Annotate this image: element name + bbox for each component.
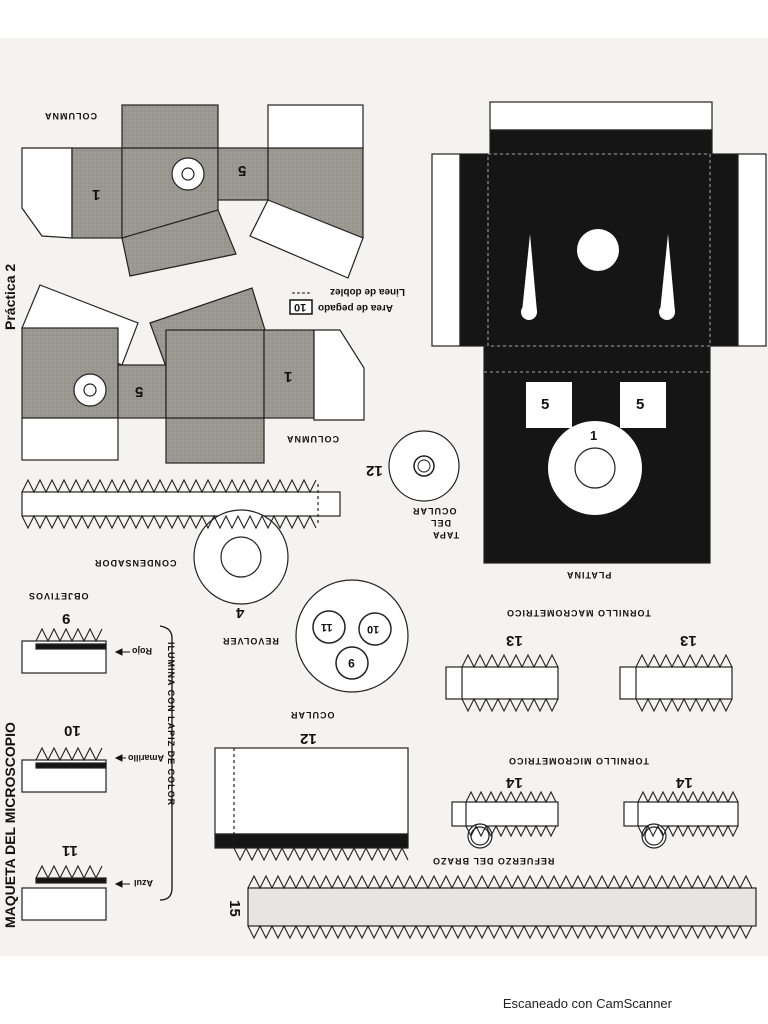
columna-top-face-5 [217, 147, 269, 201]
legend-glue-label: Area de pegado [318, 302, 394, 313]
columna-bottom-face-1 [263, 329, 315, 419]
columna-top-label: COLUMNA [44, 111, 97, 121]
columna-bottom-num-5: 5 [135, 383, 144, 400]
legend-box [289, 292, 313, 315]
macrometrico-num-1: 13 [506, 632, 523, 649]
objetivo-11-number: 11 [62, 842, 78, 859]
columna-top-flap-down-1 [121, 209, 237, 277]
ocular-teeth [233, 846, 409, 862]
condensador-teeth-bottom [21, 514, 317, 530]
columna-bottom-face-left [21, 327, 119, 419]
objetivo-9-color: Rojo [132, 646, 152, 656]
ocular-label: OCULAR [290, 710, 335, 720]
tapa-number: 12 [366, 462, 383, 479]
model-title: MAQUETA DEL MICROSCOPIO [2, 722, 18, 928]
refuerzo-number: 15 [225, 900, 243, 917]
tapa-line-1: TAPA [432, 530, 460, 540]
macro-2-teeth-top [635, 653, 733, 669]
condensador-teeth-top [21, 478, 317, 494]
revolver-obj-9: 9 [348, 656, 355, 670]
platina-stage-hole [577, 229, 619, 271]
platina-left-side [459, 153, 489, 347]
objetivo-10-color: Amarillo [128, 753, 165, 763]
macrometrico-num-2: 13 [680, 632, 697, 649]
platina-left-flap [431, 153, 461, 347]
condensador-number: 4 [236, 604, 245, 621]
scanner-watermark: Escaneado con CamScanner [502, 996, 672, 1011]
condensador-strip [21, 484, 341, 524]
columna-bottom-num-1: 1 [284, 368, 293, 385]
practice-label: Práctica 2 [2, 263, 18, 330]
columna-bottom-label: COLUMNA [286, 434, 339, 444]
objetivos-group [21, 640, 107, 921]
ocular-net [214, 747, 409, 849]
macrometrico-label: TORNILLO MACROMETRICO [506, 608, 651, 618]
micrometrico-screws [451, 801, 739, 849]
refuerzo-label: REFUERZO DEL BRAZO [432, 856, 555, 866]
legend-fold-label: Linea de doblez [330, 286, 406, 297]
platina-right-side [709, 153, 739, 347]
tapa-line-2: DEL [430, 518, 451, 528]
color-instruction: ILUMINA CON LAPIZ DE COLOR [166, 642, 176, 807]
objetivo-10-teeth [35, 746, 103, 762]
columna-top-tab-left [21, 147, 73, 239]
micro-2-teeth-top [637, 790, 739, 804]
platina-clip-right [660, 234, 675, 312]
platina-num-1: 1 [590, 428, 598, 443]
refuerzo-teeth-bottom [247, 924, 753, 940]
micrometrico-label: TORNILLO MICROMETRICO [508, 756, 649, 766]
columna-top-flap-up-1 [121, 104, 219, 149]
columna-top-flap-down-2 [249, 199, 364, 279]
columna-top-face-1 [71, 147, 123, 239]
objetivos-arrows [114, 625, 173, 901]
platina-label: PLATINA [566, 570, 612, 580]
refuerzo-strip [247, 887, 757, 927]
condensador-label: CONDENSADOR [94, 558, 177, 568]
revolver-obj-10: 10 [367, 623, 380, 635]
objetivo-11-color: Azul [134, 878, 153, 888]
columna-bottom-tab-right [313, 329, 365, 421]
columna-bottom-net [21, 284, 365, 464]
macro-1-teeth-bottom [461, 697, 559, 713]
platina-top-flap [489, 101, 713, 131]
template-sheet: COLUMNA 1 5 5 1 COLUMNA 10 Area de pegad… [0, 38, 768, 956]
objetivo-10-number: 10 [64, 722, 81, 739]
columna-top-net [21, 104, 364, 279]
platina-square-left [526, 382, 572, 428]
objetivo-9-number: 9 [62, 610, 71, 627]
platina-clip-left [522, 234, 537, 312]
platina-square-right [620, 382, 666, 428]
micro-1-teeth-top [465, 790, 557, 804]
platina-num-5a: 5 [541, 396, 550, 413]
revolver-disc [295, 579, 409, 693]
objetivos-label: OBJETIVOS [28, 591, 89, 601]
refuerzo-teeth-top [247, 874, 753, 890]
columna-top-flap-up-2 [267, 104, 364, 149]
legend-glue-number: 10 [294, 301, 307, 313]
columna-bottom-flap-down-2 [165, 417, 265, 464]
micrometrico-num-1: 14 [506, 774, 523, 791]
platina-right-flap [737, 153, 767, 347]
macro-1-teeth-top [461, 653, 559, 669]
platina-num-5b: 5 [636, 396, 645, 413]
revolver-obj-11: 11 [321, 621, 333, 633]
micrometrico-num-2: 14 [676, 774, 693, 791]
tapa-line-3: OCULAR [412, 506, 457, 516]
ocular-number: 12 [300, 730, 317, 747]
objetivo-11-teeth [35, 864, 103, 880]
columna-bottom-face-5 [117, 364, 167, 419]
micro-1-teeth-bottom [465, 824, 557, 838]
macrometrico-screws [445, 666, 733, 700]
revolver-label: REVOLVER [222, 636, 279, 646]
columna-bottom-face-main [165, 329, 265, 419]
micro-2-teeth-bottom [637, 824, 739, 838]
cutout-artwork [21, 101, 767, 940]
columna-top-num-1: 1 [92, 186, 101, 203]
objetivo-9-teeth [35, 627, 103, 643]
columna-bottom-flap-down-1 [21, 417, 119, 461]
columna-top-num-5: 5 [238, 162, 247, 179]
platina-strip [489, 129, 713, 155]
macro-2-teeth-bottom [635, 697, 733, 713]
